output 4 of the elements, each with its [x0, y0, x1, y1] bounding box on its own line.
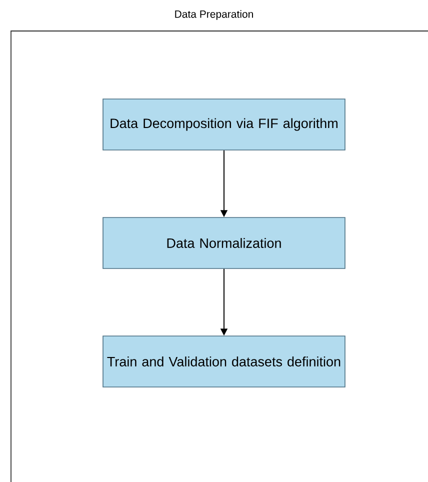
process-box: Data Decomposition via FIF algorithm: [102, 98, 346, 150]
process-box: Data Normalization: [102, 217, 346, 269]
frame-title: Data Preparation: [175, 10, 253, 20]
process-box: Train and Validation datasets definition: [102, 336, 346, 388]
